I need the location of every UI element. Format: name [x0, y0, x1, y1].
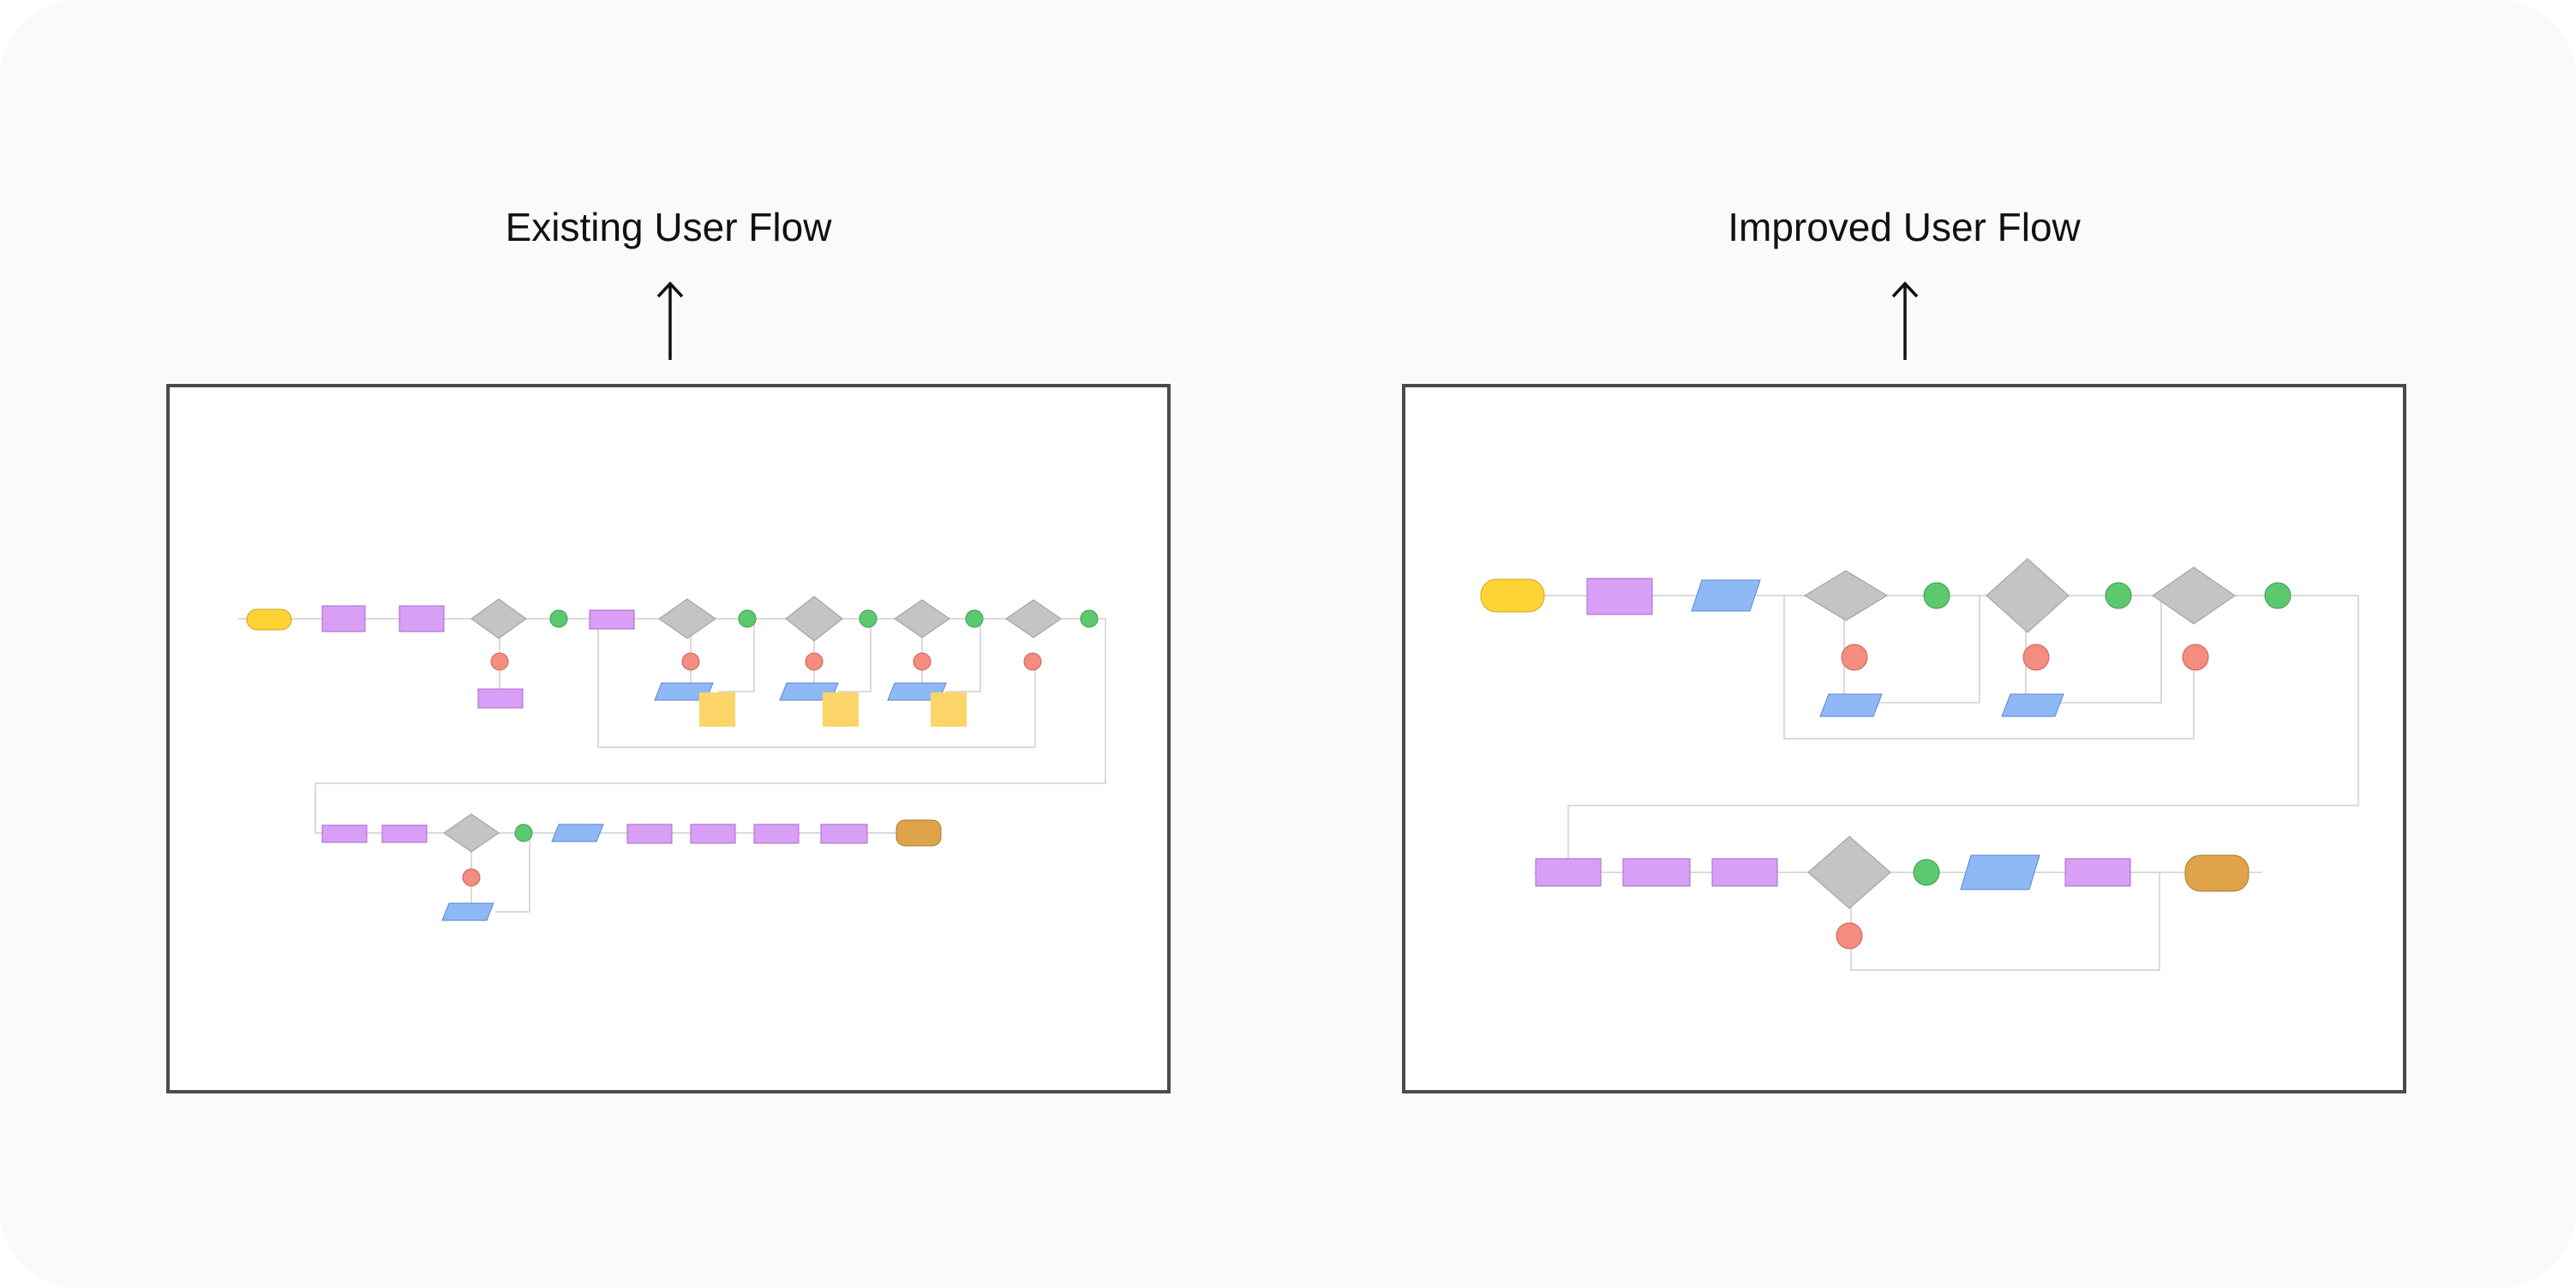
up-arrow-icon [1891, 281, 1919, 360]
improved-flow-diagram [1480, 558, 2359, 971]
improved-flow-title: Improved User Flow [1728, 205, 2081, 249]
connectors [1483, 595, 2359, 971]
existing-flow-title: Existing User Flow [505, 205, 832, 249]
up-arrow-icon [656, 281, 684, 360]
existing-flow-nodes [246, 596, 1099, 921]
existing-flow-diagram [238, 596, 1106, 921]
existing-flow-frame [166, 384, 1171, 1093]
improved-flow-nodes [1480, 558, 2291, 950]
connectors [238, 618, 1106, 913]
improved-flow-frame [1402, 384, 2406, 1093]
